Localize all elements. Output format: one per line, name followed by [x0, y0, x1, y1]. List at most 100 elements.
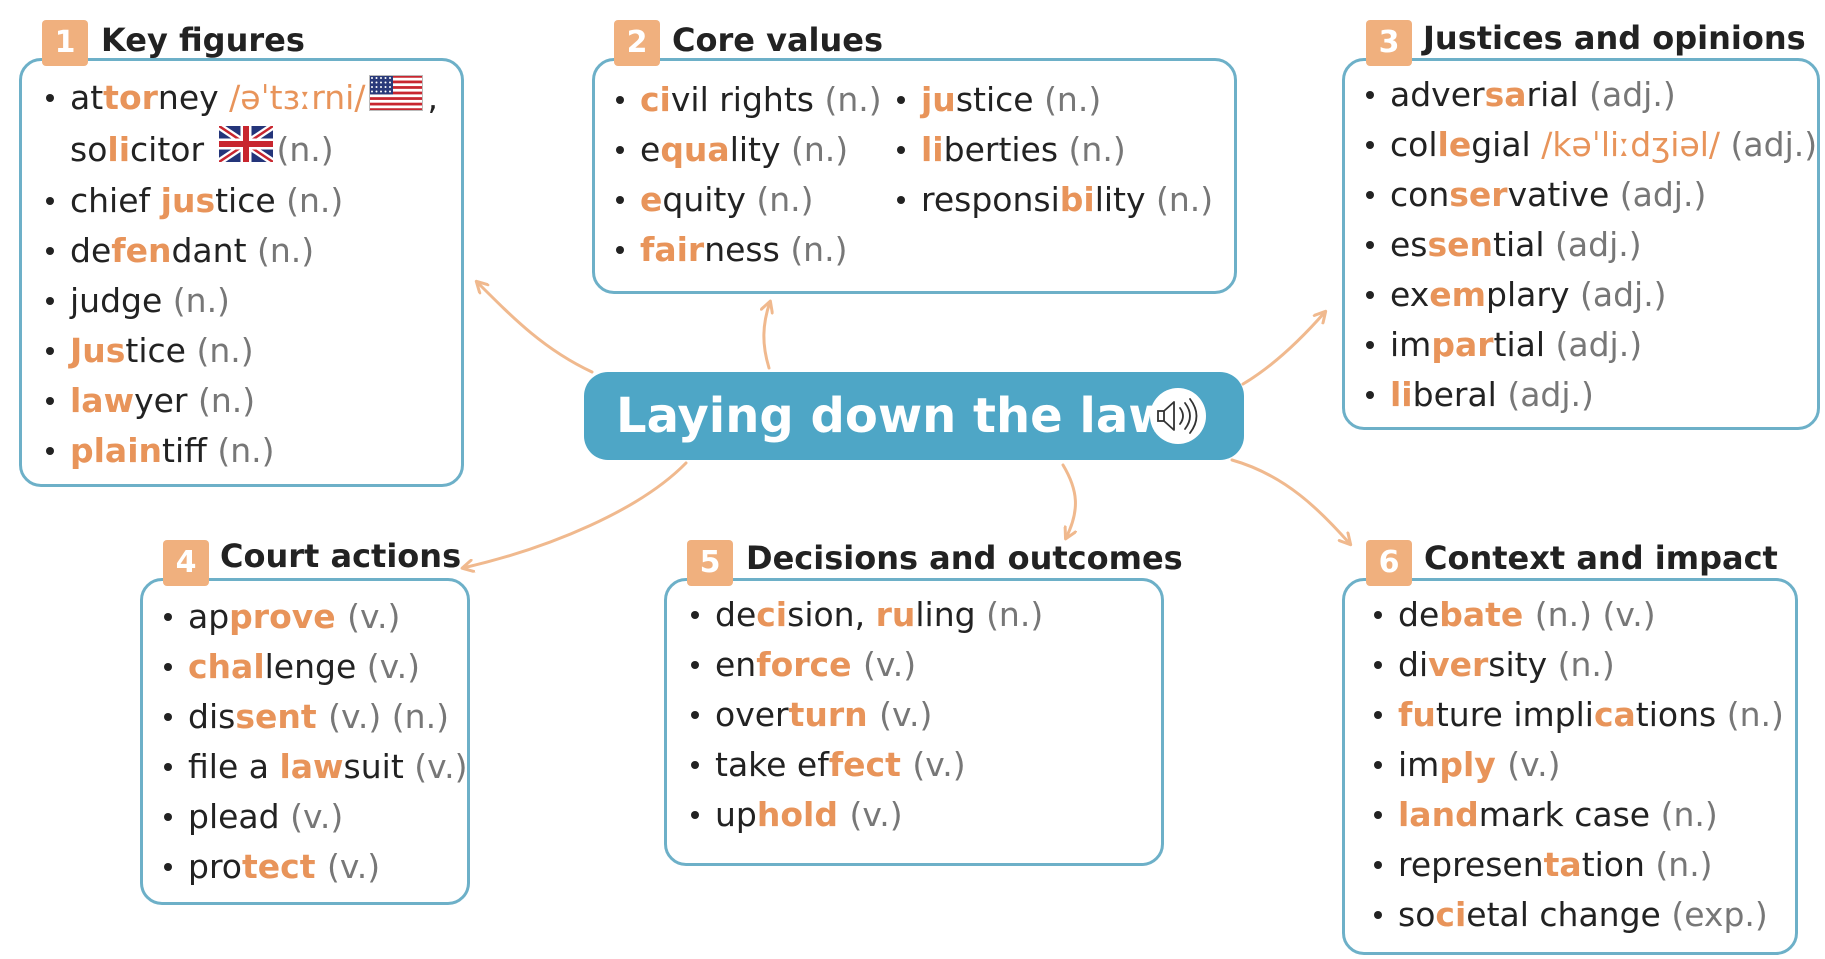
arrow-to-court-actions [463, 461, 688, 568]
part-of-speech: (n.) [172, 281, 230, 320]
word-part: so [1398, 895, 1436, 934]
vocab-item: exemplary (adj.) [1362, 270, 1817, 320]
word-part: etal change [1466, 895, 1672, 934]
word-part: lity [729, 130, 791, 169]
word-part: over [715, 695, 789, 734]
stress-syllable: ser [1449, 175, 1508, 214]
part-of-speech: (n.) [1655, 845, 1713, 884]
stress-syllable: le [1437, 125, 1472, 164]
stress-syllable: sa [1484, 75, 1527, 114]
part-of-speech: (v.) [347, 597, 401, 636]
vocab-item: solicitor (n.) [42, 123, 438, 177]
group-title-key-figures: Key figures [101, 21, 305, 59]
vocab-item: enforce (v.) [687, 640, 1043, 690]
word-part: beral [1412, 375, 1508, 414]
vocab-item: civil rights (n.) [612, 75, 882, 125]
word-part: mark case [1478, 795, 1661, 834]
vocab-item: take effect (v.) [687, 740, 1043, 790]
stress-syllable: bi [1059, 180, 1095, 219]
word-part: ness [704, 230, 791, 269]
part-of-speech: (v.) [326, 847, 381, 886]
vocab-item: challenge (v.) [160, 642, 467, 692]
vocab-item: representation (n.) [1370, 840, 1784, 890]
group-list-core-values-col2: justice (n.)liberties (n.)responsibility… [893, 75, 1213, 225]
vocab-item: attorney /əˈtɜːrni/, [42, 73, 438, 125]
vocab-item: debate (n.) (v.) [1370, 590, 1784, 640]
vocab-item: fairness (n.) [612, 225, 882, 275]
stress-syllable: ta [1543, 845, 1582, 884]
word-part: es [1390, 225, 1428, 264]
stress-syllable: law [279, 747, 344, 786]
word-part: de [70, 231, 112, 270]
part-of-speech: (n.) (v.) [1534, 595, 1656, 634]
arrow-to-key-figures [477, 282, 594, 374]
speaker-icon[interactable] [1150, 388, 1206, 444]
part-of-speech: (v.) (n.) [328, 697, 449, 736]
word-part: ex [1390, 275, 1430, 314]
part-of-speech: (n.) [824, 80, 882, 119]
word-part: lenge [264, 647, 367, 686]
word-part: represen [1398, 845, 1544, 884]
stress-syllable: ru [875, 595, 916, 634]
stress-syllable: turn [788, 695, 880, 734]
group-title-court-actions: Court actions [220, 537, 462, 575]
stress-syllable: ci [1435, 895, 1467, 934]
part-of-speech: (v.) [1507, 745, 1561, 784]
word-part: adver [1390, 75, 1485, 114]
vocab-item: equity (n.) [612, 175, 882, 225]
part-of-speech: (adj.) [1555, 225, 1642, 264]
part-of-speech: (v.) [862, 645, 917, 684]
part-of-speech: (n.) [756, 180, 814, 219]
group-list-justices-opinions: adversarial (adj.)collegial /kəˈliːdʒiəl… [1362, 70, 1817, 420]
group-title-context-impact: Context and impact [1424, 539, 1778, 577]
stress-syllable: ci [756, 595, 788, 634]
stress-syllable: Jus [70, 331, 126, 370]
part-of-speech: (n.) [257, 231, 315, 270]
group-box-court-actions [140, 578, 470, 905]
group-box-justices-opinions [1342, 58, 1820, 430]
part-of-speech: (v.) [912, 745, 966, 784]
stress-syllable: sent [235, 697, 329, 736]
stress-syllable: fu [1398, 695, 1436, 734]
word-part: sity [1488, 645, 1558, 684]
part-of-speech: (n.) [196, 331, 254, 370]
group-box-core-values [592, 58, 1237, 294]
word-part: tice [215, 181, 287, 220]
stress-syllable: fect [828, 745, 913, 784]
vocab-item: essential (adj.) [1362, 220, 1817, 270]
stress-syllable: tor [103, 78, 158, 117]
group-number-1: 1 [42, 20, 88, 66]
part-of-speech: (n.) [791, 130, 849, 169]
part-of-speech: (exp.) [1671, 895, 1768, 934]
word-part: tiff [162, 431, 218, 470]
stress-syllable: par [1431, 325, 1494, 364]
word-part: vative [1507, 175, 1620, 214]
word-part: berties [943, 130, 1069, 169]
stress-syllable: prove [229, 597, 348, 636]
part-of-speech: (adj.) [1507, 375, 1594, 414]
part-of-speech: (n.) [1156, 180, 1214, 219]
stress-syllable: hold [756, 795, 850, 834]
arrow-to-decisions [1061, 463, 1075, 538]
punctuation: , [427, 78, 438, 117]
word-part: en [715, 645, 757, 684]
group-title-decisions-outcomes: Decisions and outcomes [746, 539, 1183, 577]
vocab-item: defendant (n.) [42, 226, 438, 276]
stress-syllable: force [756, 645, 863, 684]
vocab-item: file a lawsuit (v.) [160, 742, 467, 792]
stress-syllable: ply [1439, 745, 1508, 784]
word-part: con [1390, 175, 1450, 214]
word-part: de [715, 595, 757, 634]
stress-syllable: ver [1428, 645, 1489, 684]
vocab-item: overturn (v.) [687, 690, 1043, 740]
group-list-core-values: civil rights (n.)equality (n.)equity (n.… [612, 75, 882, 275]
word-part: e [640, 130, 661, 169]
word-part: im [1390, 325, 1432, 364]
word-part: ture impli [1435, 695, 1594, 734]
part-of-speech: (v.) [414, 747, 468, 786]
word-part: so [70, 129, 108, 169]
word-part: citor [130, 129, 215, 169]
part-of-speech: (n.) [986, 595, 1044, 634]
stress-syllable: ju [921, 80, 956, 119]
part-of-speech: (n.) [286, 181, 344, 220]
